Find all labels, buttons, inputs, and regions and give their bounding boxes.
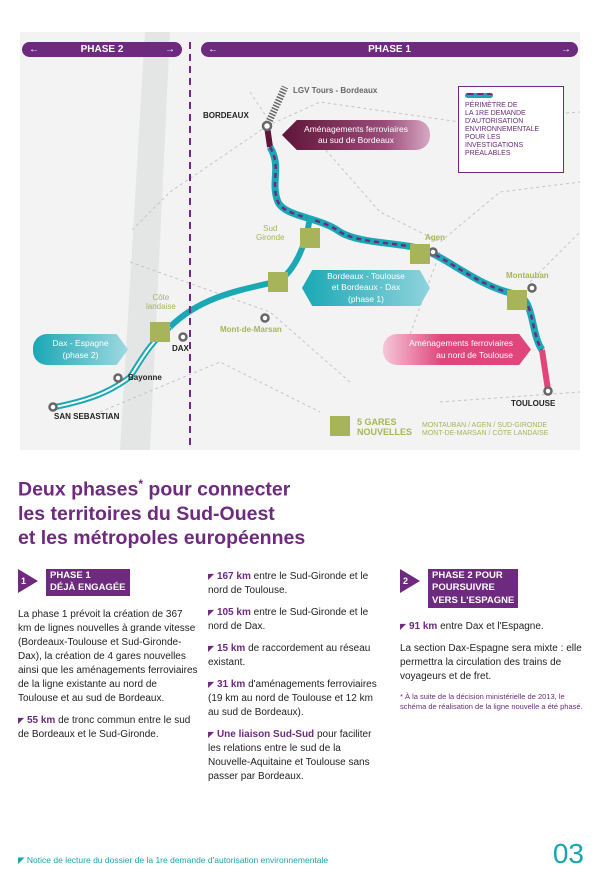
- city-san-sebastian: SAN SEBASTIAN: [54, 412, 120, 421]
- detail-item: ◤ Une liaison Sud-Sud pour faciliter les…: [208, 729, 372, 782]
- footer-text: ◤ Notice de lecture du dossier de la 1re…: [18, 855, 329, 865]
- callout-sud-bordeaux: Aménagements ferroviaires au sud de Bord…: [282, 120, 430, 150]
- lgv-line: [263, 85, 289, 128]
- phase1-bullet: ◤ 55 km de tronc commun entre le sud de …: [18, 714, 191, 740]
- nord-toulouse-segment: [539, 349, 551, 391]
- arrow-left-icon: ←: [208, 44, 218, 55]
- detail-item: ◤ 15 km de raccordement au réseau exista…: [208, 643, 371, 668]
- gares-title: 5 GARES NOUVELLES: [357, 417, 413, 437]
- column-phase1: 1 PHASE 1 DÉJÀ ENGAGÉE La phase 1 prévoit…: [18, 569, 198, 750]
- lgv-label: LGV Tours - Bordeaux: [293, 86, 378, 95]
- phase2-badge: 2 PHASE 2 POUR POURSUIVRE VERS L'ESPAGNE: [400, 569, 590, 609]
- city-cote-landaise: Côte landaise: [146, 293, 176, 311]
- city-bayonne: Bayonne: [128, 373, 162, 382]
- phase2-description: La section Dax-Espagne sera mixte : elle…: [400, 643, 582, 683]
- gares-list: MONTAUBAN / AGEN / SUD-GIRONDE MONT-DE-M…: [422, 422, 549, 437]
- footnote: * À la suite de la décision ministériell…: [400, 692, 583, 711]
- coast-shape: [120, 32, 170, 450]
- phase1-badge: 1 PHASE 1 DÉJÀ ENGAGÉE: [18, 569, 198, 596]
- legend-text: PÉRIMÈTRE DE LA 1RE DEMANDE D'AUTORISATI…: [465, 102, 540, 158]
- city-agen: Agen: [425, 233, 445, 242]
- callout-dax-espagne: Dax - Espagne (phase 2): [33, 334, 128, 365]
- callout-phase1: Bordeaux - Toulouse et Bordeaux - Dax (p…: [302, 270, 430, 306]
- gare-icons: [150, 228, 527, 436]
- bullet-icon: ◤: [18, 855, 25, 865]
- phase2-number: 2: [400, 569, 420, 593]
- phase1-route: [266, 145, 546, 352]
- legend-line-icon: [465, 93, 493, 98]
- arrow-left-icon: ←: [29, 44, 39, 55]
- callout-nord-toulouse: Aménagements ferroviaires au nord de Tou…: [383, 334, 531, 365]
- city-sud-gironde: Sud Gironde: [256, 224, 285, 242]
- phase1-title: PHASE 1 DÉJÀ ENGAGÉE: [46, 569, 130, 596]
- phase2-bullet: ◤ 91 km entre Dax et l'Espagne.: [400, 621, 544, 633]
- phase2-title: PHASE 2 POUR POURSUIVRE VERS L'ESPAGNE: [428, 569, 519, 609]
- city-toulouse: TOULOUSE: [511, 399, 556, 408]
- phase1-bar: ← PHASE 1 →: [201, 42, 578, 57]
- city-bordeaux: BORDEAUX: [203, 111, 249, 120]
- city-montauban: Montauban: [506, 271, 549, 280]
- phase1-description: La phase 1 prévoit la création de 367 km…: [18, 608, 198, 704]
- bullet-icon: ◤: [18, 715, 25, 725]
- city-mont-de-marsan: Mont-de-Marsan: [220, 325, 282, 334]
- phase1-label: PHASE 1: [368, 44, 411, 55]
- map-drawing: [48, 32, 580, 450]
- phase2-label: PHASE 2: [80, 44, 124, 55]
- detail-item: ◤ 167 km entre le Sud-Gironde et le nord…: [208, 571, 369, 596]
- city-dax: DAX: [172, 344, 189, 353]
- phase2-bar: ← PHASE 2 →: [22, 42, 182, 57]
- arrow-right-icon: →: [560, 44, 571, 55]
- detail-item: ◤ 105 km entre le Sud-Gironde et le nord…: [208, 607, 369, 632]
- column-details: ◤ 167 km entre le Sud-Gironde et le nord…: [208, 570, 383, 792]
- page-number: 03: [552, 838, 584, 869]
- stations: [48, 120, 553, 412]
- route-map: ← PHASE 2 → ← PHASE 1 → LGV Tours - Bordeaux…: [20, 32, 580, 450]
- map-legend: PÉRIMÈTRE DE LA 1RE DEMANDE D'AUTORISATI…: [458, 86, 564, 173]
- arrow-right-icon: →: [164, 44, 175, 55]
- phase1-number: 1: [18, 569, 38, 593]
- detail-item: ◤ 31 km d'aménagements ferroviaires (19 …: [208, 679, 377, 718]
